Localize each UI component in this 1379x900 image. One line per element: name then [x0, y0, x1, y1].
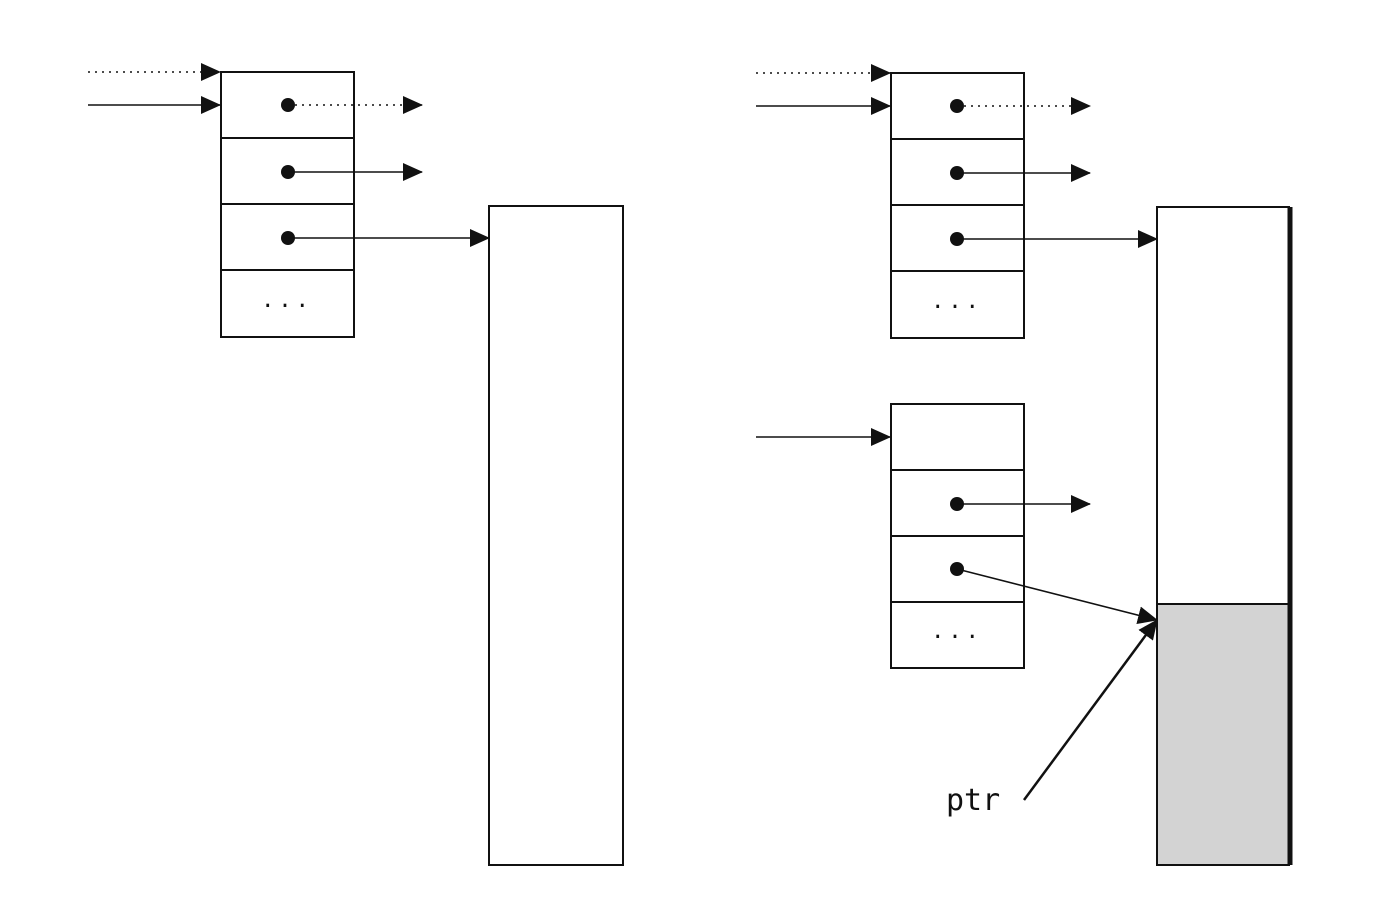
right-top-cell-block: ...	[890, 72, 1025, 339]
right-bottom-cell-4	[890, 601, 1025, 669]
right-top-cell-1	[890, 72, 1025, 140]
right-diagram: ... ... ptr	[756, 64, 1293, 866]
ptr-label: ptr	[946, 783, 1000, 818]
ptr-arrow	[1022, 619, 1159, 801]
left-cell-block: ...	[220, 71, 355, 338]
right-bottom-cell-1	[890, 403, 1025, 471]
right-memory-free-region	[1156, 206, 1290, 605]
right-memory-block	[1156, 206, 1293, 866]
right-bottom-pointer-arrow-3	[956, 568, 1158, 625]
right-memory-allocated-region	[1156, 603, 1290, 866]
left-cell-ellipsis: ...	[261, 288, 313, 313]
left-cell-4	[220, 269, 355, 338]
left-memory-block	[488, 205, 624, 866]
right-top-cell-ellipsis: ...	[931, 289, 983, 314]
left-diagram: ...	[88, 63, 624, 866]
right-top-cell-4	[890, 270, 1025, 339]
right-bottom-cell-ellipsis: ...	[931, 619, 983, 644]
right-bottom-cell-block: ...	[890, 403, 1025, 669]
